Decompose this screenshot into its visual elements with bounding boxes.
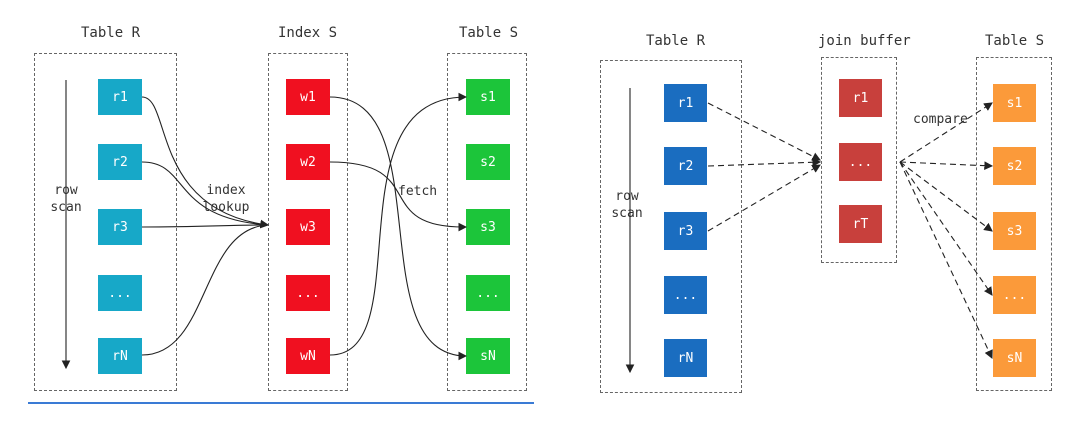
left-r-cell: r1 (98, 79, 142, 115)
left-table-r-title: Table R (81, 25, 141, 41)
buffer-load-arrow (707, 157, 822, 167)
fetch-label: fetch (398, 184, 438, 199)
compare-label: compare (913, 112, 968, 127)
compare-arrow (899, 161, 993, 359)
right-r-cell: rN (664, 339, 707, 377)
left-s-cell: s2 (466, 144, 510, 180)
lookup-curve (141, 161, 269, 226)
index-lookup-label: index lookup (202, 183, 250, 215)
left-s-cell: sN (466, 338, 510, 374)
left-w-cell: ... (286, 275, 330, 311)
buffer-load-arrow (707, 102, 821, 161)
left-r-cell: rN (98, 338, 142, 374)
left-r-cell: r2 (98, 144, 142, 180)
right-s-cell: s3 (993, 212, 1036, 250)
left-table-r-box (34, 53, 177, 391)
left-w-cell: wN (286, 338, 330, 374)
fetch-curve (329, 92, 468, 356)
right-table-s-box (976, 57, 1052, 391)
left-r-cell: ... (98, 275, 142, 311)
compare-arrow (899, 161, 993, 232)
right-table-r-title: Table R (646, 33, 706, 49)
join-buffer-title: join buffer (818, 33, 911, 49)
compare-arrow (899, 161, 994, 171)
compare-arrow (899, 102, 993, 163)
join-buffer-cell: rT (839, 205, 882, 243)
left-table-s-title: Table S (459, 25, 519, 41)
left-w-cell: w2 (286, 144, 330, 180)
right-r-cell: r1 (664, 84, 707, 122)
right-table-s-title: Table S (985, 33, 1045, 49)
join-buffer-cell: ... (839, 143, 882, 181)
right-table-r-box (600, 60, 742, 393)
right-r-cell: r3 (664, 212, 707, 250)
lookup-curve (141, 224, 269, 228)
right-s-cell: s1 (993, 84, 1036, 122)
left-w-cell: w3 (286, 209, 330, 245)
join-buffer-box (821, 57, 897, 263)
right-s-cell: ... (993, 276, 1036, 314)
right-row-scan-label: row scan (611, 189, 643, 221)
left-table-s-box (447, 53, 527, 391)
left-index-s-title: Index S (278, 25, 338, 41)
left-s-cell: s3 (466, 209, 510, 245)
left-w-cell: w1 (286, 79, 330, 115)
buffer-load-arrow (707, 164, 821, 232)
fetch-curve (329, 161, 468, 232)
right-s-cell: sN (993, 339, 1036, 377)
left-s-cell: ... (466, 275, 510, 311)
lookup-curve (141, 224, 269, 356)
left-bottom-rule (28, 402, 534, 404)
join-buffer-cell: r1 (839, 79, 882, 117)
right-r-cell: r2 (664, 147, 707, 185)
right-s-cell: s2 (993, 147, 1036, 185)
right-r-cell: ... (664, 276, 707, 314)
left-r-cell: r3 (98, 209, 142, 245)
left-s-cell: s1 (466, 79, 510, 115)
compare-arrow (899, 161, 993, 296)
lookup-curve (141, 96, 270, 229)
fetch-curve (329, 96, 468, 361)
